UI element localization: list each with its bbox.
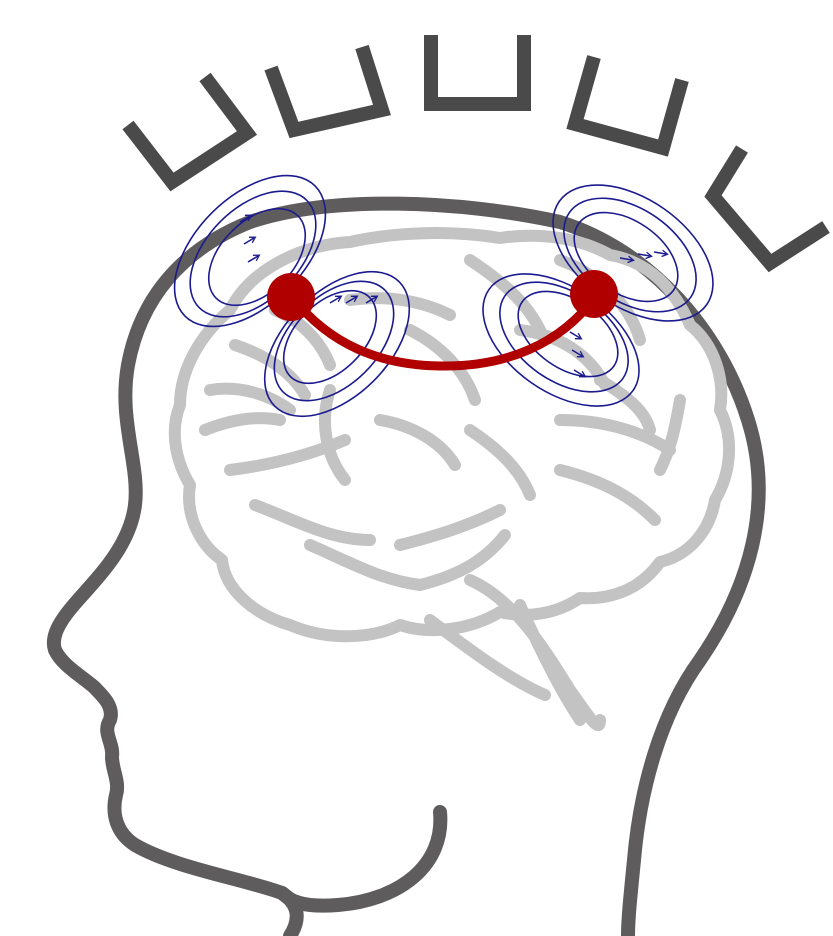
- sensor-cup-icon: [713, 149, 826, 263]
- sensor-cup-icon: [271, 47, 382, 130]
- sensor-cup-icon: [128, 77, 247, 182]
- dipole-source-icon: [570, 270, 618, 318]
- sensor-cup-icon: [575, 57, 682, 148]
- jaw-line: [282, 812, 440, 906]
- dipole-source-icon: [267, 273, 315, 321]
- sensor-cup-icon: [431, 35, 524, 104]
